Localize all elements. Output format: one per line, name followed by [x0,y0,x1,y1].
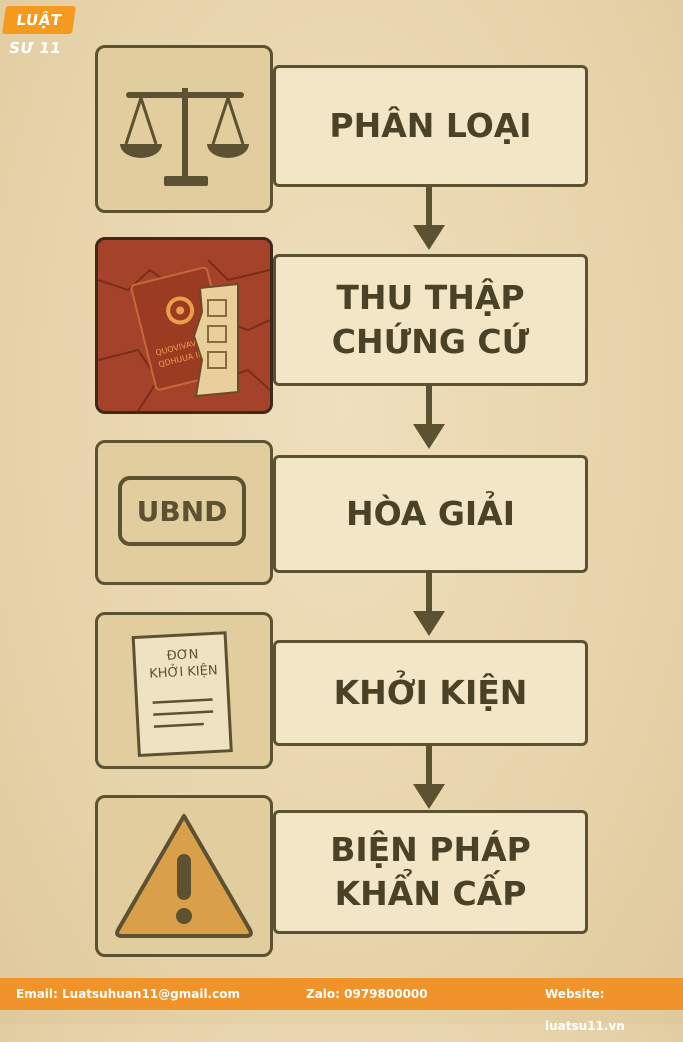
step-2-label-box: THU THẬP CHỨNG CỨ [273,254,588,386]
contact-footer: Email: Luatsuhuan11@gmail.com Zalo: 0979… [0,978,683,1033]
step-4-label-box: KHỞI KIỆN [273,640,588,746]
step-4-label: KHỞI KIỆN [333,673,528,712]
brand-logo: LUẬT SƯ 11 [2,6,76,57]
arrow-down-icon [413,386,445,449]
footer-website[interactable]: Website: luatsu11.vn [545,987,625,1033]
petition-document-icon [131,631,233,758]
footer-email[interactable]: Email: Luatsuhuan11@gmail.com [16,987,240,1001]
step-3-label-box: HÒA GIẢI [273,455,588,573]
step-1-label: PHÂN LOẠI [329,106,532,145]
step-3-label: HÒA GIẢI [346,494,515,533]
step-5-icon-panel [95,795,273,957]
warning-triangle-icon [115,814,253,938]
step-5-label-box: BIỆN PHÁP KHẨN CẤP [273,810,588,934]
petition-document-text: ĐƠN KHỞI KIỆN [148,647,219,682]
scales-icon [120,88,249,186]
step-1-label-box: PHÂN LOẠI [273,65,588,187]
step-4-icon-panel: ĐƠN KHỞI KIỆN [95,612,273,769]
arrow-down-icon [413,746,445,809]
step-2-label: THU THẬP CHỨNG CỨ [331,278,530,361]
step-3-icon-panel: UBND [95,440,273,585]
step-2-icon-panel: QUOVIVAVA QDHUUA II [95,237,273,414]
ubnd-badge: UBND [118,476,246,546]
footer-zalo[interactable]: Zalo: 0979800000 [306,987,428,1001]
step-1-icon-panel [95,45,273,213]
arrow-down-icon [413,187,445,250]
step-5-label: BIỆN PHÁP KHẨN CẤP [330,830,531,913]
arrow-down-icon [413,573,445,636]
torn-document-icon: QUOVIVAVA QDHUUA II [98,259,270,411]
